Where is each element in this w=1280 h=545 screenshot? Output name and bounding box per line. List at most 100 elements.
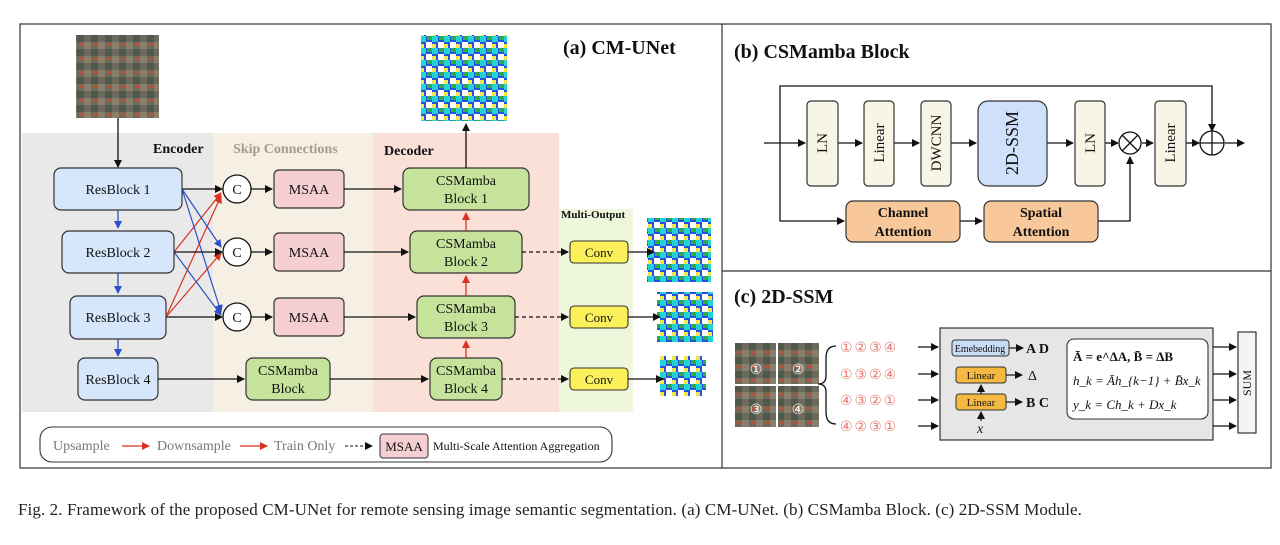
scan-order-1: ①②③④ <box>840 341 898 356</box>
decoder-csmamba-block-2: CSMamba Block 2 <box>409 230 523 274</box>
svg-text:MSAA: MSAA <box>289 311 330 326</box>
output-segmentation-map <box>421 35 507 121</box>
svg-text:Channel: Channel <box>878 206 929 221</box>
svg-text:①: ① <box>750 363 763 378</box>
svg-text:C: C <box>232 246 241 261</box>
svg-text:LN: LN <box>1083 133 1099 153</box>
spatial-attention-block: Spatial Attention <box>983 200 1099 243</box>
ssm-equations: Ā = e^ΔA, B̄ = ΔB h_k = Āh_{k−1} + B̄x_k… <box>1066 338 1209 420</box>
legend-upsample-label: Upsample <box>53 439 110 454</box>
panel-c-title: (c) 2D-SSM <box>734 286 834 308</box>
svg-text:h_k = Āh_{k−1} + B̄x_k: h_k = Āh_{k−1} + B̄x_k <box>1073 373 1201 388</box>
svg-text:④: ④ <box>792 403 805 418</box>
svg-text:LN: LN <box>815 133 831 153</box>
resblock-2: ResBlock 2 <box>61 230 175 274</box>
concat-node-1: C <box>222 174 252 204</box>
scan-order-3: ④③②① <box>840 394 898 409</box>
svg-text:Block 3: Block 3 <box>444 320 488 335</box>
scan-order-2: ①③②④ <box>840 368 898 383</box>
svg-text:ResBlock 1: ResBlock 1 <box>86 183 151 198</box>
linear-block-bc: Linear <box>955 393 1007 411</box>
decoder-csmamba-block-4: CSMamba Block 4 <box>429 357 503 401</box>
cross-scale-connections <box>165 185 223 321</box>
figure-frame <box>19 23 1272 469</box>
multi-output-label: Multi-Output <box>561 209 626 221</box>
conv-1: Conv <box>569 240 629 264</box>
scan-order-4: ④②③① <box>840 420 898 435</box>
svg-text:MSAA: MSAA <box>289 246 330 261</box>
msaa-3: MSAA <box>273 297 345 337</box>
svg-text:2D-SSM: 2D-SSM <box>1002 111 1022 175</box>
input-x-label: x <box>976 422 984 437</box>
skip-csmamba-block: CSMamba Block <box>245 357 331 401</box>
resblock-3: ResBlock 3 <box>69 295 167 340</box>
add-node <box>1199 130 1225 156</box>
decoder-csmamba-block-3: CSMamba Block 3 <box>416 295 516 339</box>
input-patch-grid: ① ② ③ ④ <box>735 343 819 427</box>
concat-node-3: C <box>222 302 252 332</box>
multi-output-map-3 <box>660 356 706 396</box>
svg-text:Attention: Attention <box>875 225 932 240</box>
svg-text:C: C <box>232 311 241 326</box>
svg-text:Spatial: Spatial <box>1020 206 1062 221</box>
decoder-csmamba-block-1: CSMamba Block 1 <box>402 167 530 211</box>
embedding-block: Emebedding <box>951 339 1010 357</box>
msaa-2: MSAA <box>273 232 345 272</box>
panel-b-title: (b) CSMamba Block <box>734 41 910 63</box>
output-a-d: A D <box>1026 342 1049 357</box>
multi-output-map-2 <box>657 292 713 342</box>
linear-block-2: Linear <box>1154 100 1187 187</box>
resblock-1: ResBlock 1 <box>53 167 183 211</box>
conv-3: Conv <box>569 367 629 391</box>
decoder-label: Decoder <box>384 144 434 159</box>
msaa-1: MSAA <box>273 169 345 209</box>
sum-block: SUM <box>1237 331 1257 434</box>
panel-b-csmamba-block: (b) CSMamba Block LN Linear DWCNN <box>734 41 1245 243</box>
legend-msaa-description: Multi-Scale Attention Aggregation <box>433 439 600 453</box>
multiply-node <box>1118 131 1142 155</box>
panel-c-2d-ssm: (c) 2D-SSM ① ② ③ ④ ①②③④ ①③②④ ④③②① ④②③① E… <box>734 286 1257 441</box>
svg-text:Linear: Linear <box>967 370 996 382</box>
legend-msaa-key: MSAA <box>385 439 423 454</box>
resblock-4: ResBlock 4 <box>77 357 159 401</box>
svg-text:MSAA: MSAA <box>289 183 330 198</box>
svg-text:Block 1: Block 1 <box>444 192 488 207</box>
2d-ssm-block: 2D-SSM <box>977 100 1048 187</box>
scan-brace <box>817 345 837 425</box>
conv-2: Conv <box>569 305 629 329</box>
legend-downsample-label: Downsample <box>157 439 231 454</box>
svg-text:Linear: Linear <box>872 123 888 162</box>
svg-text:Emebedding: Emebedding <box>955 344 1006 355</box>
legend-train-only-label: Train Only <box>274 439 335 454</box>
svg-text:ResBlock 3: ResBlock 3 <box>86 311 151 326</box>
svg-text:Ā = e^ΔA, B̄ = ΔB: Ā = e^ΔA, B̄ = ΔB <box>1073 349 1173 364</box>
output-b-c: B C <box>1026 396 1049 411</box>
linear-block-1: Linear <box>863 100 895 187</box>
svg-text:Linear: Linear <box>1163 123 1179 162</box>
skip-connections-label: Skip Connections <box>233 142 338 157</box>
svg-text:Attention: Attention <box>1013 225 1070 240</box>
panel-a-title: (a) CM-UNet <box>563 37 676 59</box>
svg-text:CSMamba: CSMamba <box>436 237 497 252</box>
svg-text:y_k = Ch_k + Dx_k: y_k = Ch_k + Dx_k <box>1071 397 1177 412</box>
svg-text:Block: Block <box>271 382 304 397</box>
svg-text:ResBlock 4: ResBlock 4 <box>86 373 151 388</box>
dwcnn-block: DWCNN <box>920 100 952 187</box>
svg-text:②: ② <box>792 363 805 378</box>
input-aerial-image <box>76 35 159 118</box>
panel-a-cm-unet: (a) CM-UNet Encoder Skip Connections Dec… <box>22 35 713 463</box>
ln-block-1: LN <box>806 100 839 187</box>
svg-text:DWCNN: DWCNN <box>929 115 945 172</box>
svg-text:Block 4: Block 4 <box>444 382 488 397</box>
multi-output-map-1 <box>647 218 711 282</box>
concat-node-2: C <box>222 237 252 267</box>
svg-text:Linear: Linear <box>967 397 996 409</box>
svg-text:CSMamba: CSMamba <box>258 364 319 379</box>
legend: Upsample Downsample Train Only MSAA Mult… <box>39 426 613 463</box>
svg-text:Conv: Conv <box>585 372 614 387</box>
channel-attention-block: Channel Attention <box>845 200 961 243</box>
svg-text:Conv: Conv <box>585 245 614 260</box>
svg-text:CSMamba: CSMamba <box>436 174 497 189</box>
svg-text:Block 2: Block 2 <box>444 255 488 270</box>
svg-text:C: C <box>232 183 241 198</box>
